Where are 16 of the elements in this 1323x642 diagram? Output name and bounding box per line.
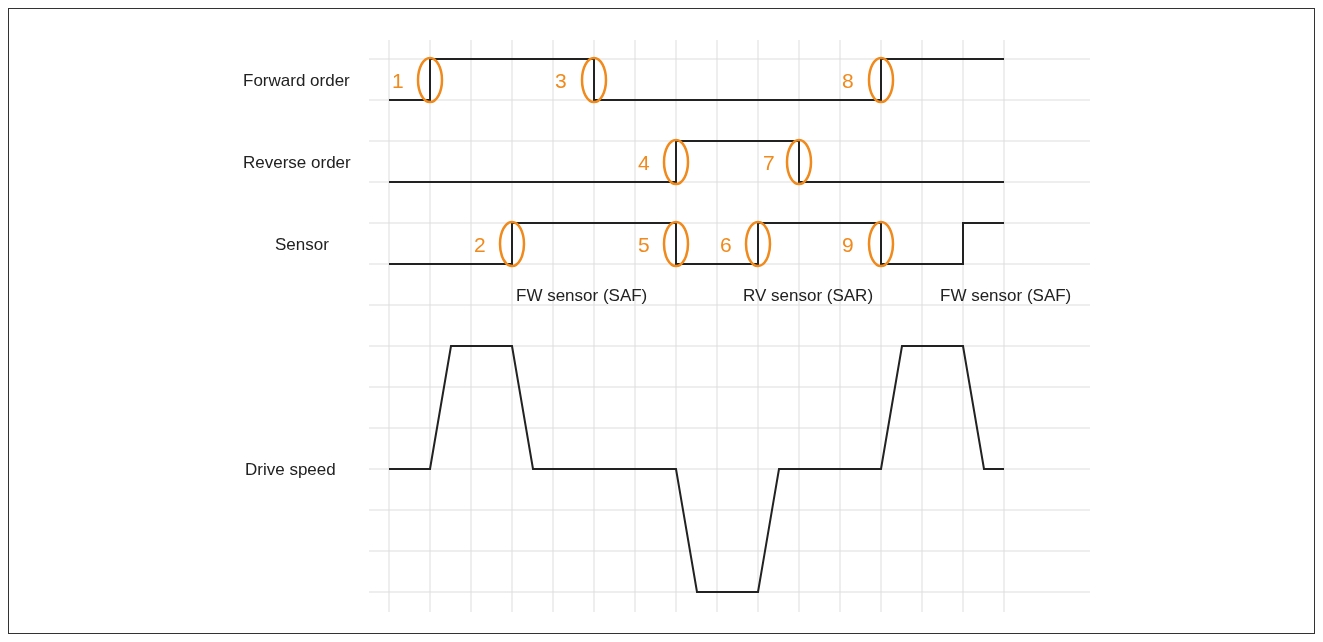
callout-number: 5 [638, 233, 650, 255]
callout-number: 6 [720, 233, 732, 255]
signal-name: Sensor [275, 235, 329, 253]
signal-name: Forward order [243, 71, 350, 89]
callout-number: 2 [474, 233, 486, 255]
signal-name: Reverse order [243, 153, 351, 171]
callout-number: 3 [555, 69, 567, 91]
callout-number: 9 [842, 233, 854, 255]
sensor-caption: FW sensor (SAF) [516, 286, 648, 304]
callout-number: 7 [763, 151, 775, 173]
callout-number: 4 [638, 151, 650, 173]
sensor-caption: FW sensor (SAF) [940, 286, 1072, 304]
callout-number: 1 [392, 69, 404, 91]
signal-name: Drive speed [245, 460, 336, 478]
callout-number: 8 [842, 69, 854, 91]
sensor-caption: RV sensor (SAR) [743, 286, 874, 304]
